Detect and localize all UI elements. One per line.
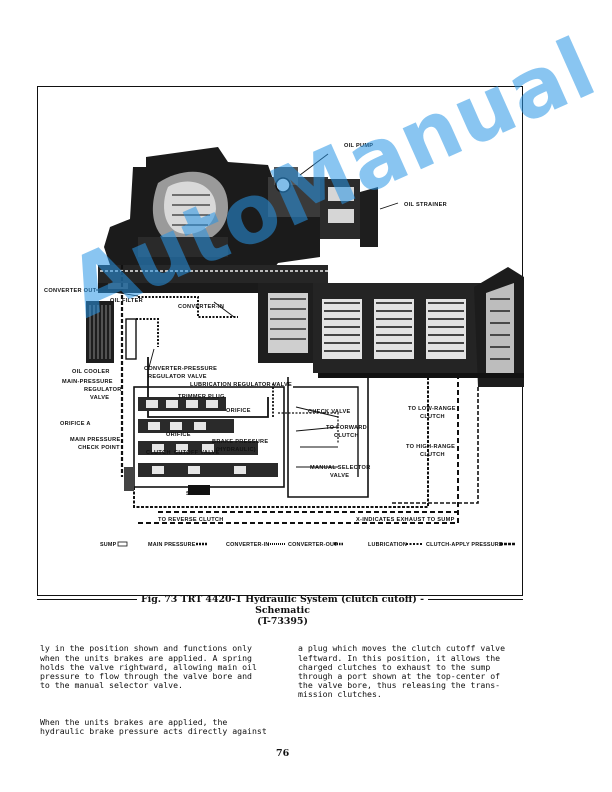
manual-selector-valve-label-2: VALVE — [330, 473, 349, 479]
legend: SUMP MAIN PRESSURE CONVERTER-IN CONVERTE… — [100, 541, 516, 548]
transmission-housing — [98, 147, 524, 387]
hydraulic-schematic: OIL PUMP OIL STRAINER CONVERTER OUT OIL … — [44, 143, 524, 548]
hydraulic-lines — [96, 153, 479, 524]
legend-main-pressure: MAIN PRESSURE — [148, 542, 196, 548]
to-forward-clutch-label-1: TO FORWARD — [326, 425, 367, 431]
main-pressure-regulator-label-3: VALVE — [90, 395, 109, 401]
cutoff-valve-label: CUTOFF VALVE — [174, 450, 220, 456]
to-low-range-clutch-label-1: TO LOW-RANGE — [408, 406, 456, 412]
caption-rule-left — [37, 599, 137, 600]
check-valve-label: CHECK VALVE — [308, 409, 351, 415]
to-high-range-clutch-label-2: CLUTCH — [420, 452, 445, 458]
body-column-right: a plug which moves the clutch cutoff val… — [298, 626, 528, 718]
orifice-b-label: ORIFICE — [166, 432, 191, 438]
figure-caption-line-2: (T-73395) — [257, 616, 308, 627]
exhaust-note-label: X-INDICATES EXHAUST TO SUMP — [356, 517, 455, 523]
oil-filter-label: OIL FILTER — [110, 298, 143, 304]
brake-pressure-label-2: (HYDRAULIC) — [216, 447, 256, 453]
converter-out-label: CONVERTER OUT — [44, 288, 97, 294]
to-low-range-clutch-label-2: CLUTCH — [420, 414, 445, 420]
clutch-label: CLUTCH — [146, 450, 171, 456]
manual-selector-valve-label-1: MANUAL SELECTOR — [310, 465, 371, 471]
oil-cooler-label: OIL COOLER — [72, 369, 110, 375]
figure-frame: OIL PUMP OIL STRAINER CONVERTER OUT OIL … — [37, 86, 524, 596]
body-paragraph: ly in the position shown and functions o… — [40, 643, 257, 691]
brake-pressure-label-1: BRAKE PRESSURE — [212, 439, 268, 445]
legend-converter-in: CONVERTER-IN — [226, 542, 269, 548]
oil-pump-label: OIL PUMP — [344, 143, 373, 149]
orifice-a-label: ORIFICE A — [60, 421, 91, 427]
legend-sump-swatch — [117, 541, 128, 547]
converter-in-label: CONVERTER-IN — [178, 304, 224, 310]
labels: OIL PUMP OIL STRAINER CONVERTER OUT OIL … — [44, 143, 456, 523]
oil-cooler — [86, 301, 137, 363]
caption-rule-right — [428, 599, 523, 600]
to-reverse-clutch-label: TO REVERSE CLUTCH — [158, 517, 224, 523]
legend-sump: SUMP — [100, 542, 117, 548]
legend-converter-out: CONVERTER-OUT — [288, 542, 338, 548]
body-paragraph: When the units brakes are applied, the h… — [40, 716, 267, 737]
figure-caption: Fig. 73 TRT 4420-1 Hydraulic System (clu… — [140, 594, 425, 627]
main-pressure-regulator-label-1: MAIN-PRESSURE — [62, 379, 113, 385]
oil-strainer-label: OIL STRAINER — [404, 202, 447, 208]
to-forward-clutch-label-2: CLUTCH — [334, 433, 359, 439]
body-paragraph: a plug which moves the clutch cutoff val… — [298, 643, 506, 700]
valve-body — [124, 386, 285, 495]
page-number: 76 — [276, 748, 290, 759]
trimmer-plug-label: TRIMMER PLUG — [178, 394, 225, 400]
to-high-range-clutch-label-1: TO HIGH-RANGE — [406, 444, 455, 450]
orifice-top-label: ORIFICE — [226, 408, 251, 414]
lubrication-regulator-valve-label: LUBRICATION REGULATOR VALVE — [190, 382, 292, 388]
converter-pressure-regulator-label-2: REGULATOR VALVE — [148, 374, 207, 380]
converter-pressure-regulator-label-1: CONVERTER-PRESSURE — [144, 366, 217, 372]
main-pressure-check-point-label-1: MAIN PRESSURE — [70, 437, 121, 443]
main-pressure-regulator-label-2: REGULATOR — [84, 387, 122, 393]
figure-caption-line-1: Fig. 73 TRT 4420-1 Hydraulic System (clu… — [140, 594, 425, 616]
stop-label: STOP — [186, 491, 202, 497]
main-pressure-check-point-label-2: CHECK POINT — [78, 445, 120, 451]
legend-clutch-apply-pressure: CLUTCH-APPLY PRESSURE — [426, 542, 503, 548]
body-column-left: ly in the position shown and functions o… — [40, 626, 285, 754]
legend-lubrication: LUBRICATION — [368, 542, 407, 548]
